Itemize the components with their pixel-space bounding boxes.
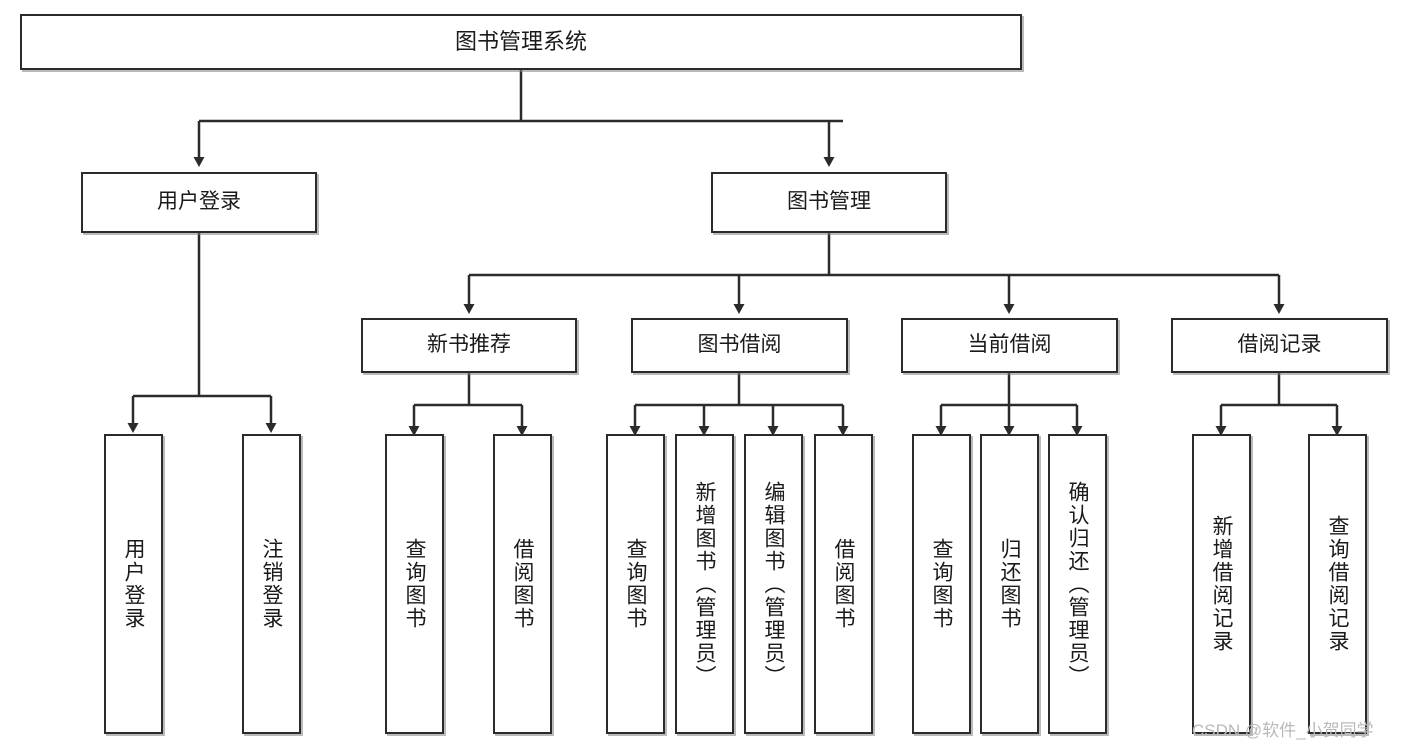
leaf-user-login-label: 用户登录 <box>122 538 146 630</box>
node-current-borrow[interactable]: 当前借阅 <box>901 318 1118 373</box>
node-book-management[interactable]: 图书管理 <box>711 172 947 233</box>
node-book-borrow-label: 图书借阅 <box>697 333 782 357</box>
node-user-login[interactable]: 用户登录 <box>81 172 317 233</box>
leaf-query-book-1[interactable]: 查询图书 <box>385 434 444 734</box>
leaf-query-book-2-label: 查询图书 <box>624 538 648 630</box>
leaf-borrow-book-2-label: 借阅图书 <box>832 538 856 630</box>
node-book-management-label: 图书管理 <box>787 190 871 214</box>
leaf-borrow-book-1-label: 借阅图书 <box>511 538 535 630</box>
node-book-borrow[interactable]: 图书借阅 <box>631 318 848 373</box>
leaf-borrow-book-1[interactable]: 借阅图书 <box>493 434 552 734</box>
node-new-book-recommend-label: 新书推荐 <box>427 333 511 357</box>
leaf-query-book-1-label: 查询图书 <box>403 538 427 630</box>
node-current-borrow-label: 当前借阅 <box>967 333 1052 357</box>
csdn-watermark: CSDN @软件_小贺同学 <box>1192 721 1374 740</box>
leaf-add-record-label: 新增借阅记录 <box>1210 515 1234 653</box>
node-new-book-recommend[interactable]: 新书推荐 <box>361 318 577 373</box>
leaf-borrow-book-2[interactable]: 借阅图书 <box>814 434 873 734</box>
leaf-query-book-3-label: 查询图书 <box>930 538 954 630</box>
leaf-logout[interactable]: 注销登录 <box>242 434 301 734</box>
leaf-return-book-label: 归还图书 <box>998 538 1022 630</box>
leaf-confirm-return[interactable]: 确认归还（管理员） <box>1048 434 1107 734</box>
node-borrow-record-label: 借阅记录 <box>1237 333 1322 357</box>
leaf-return-book[interactable]: 归还图书 <box>980 434 1039 734</box>
leaf-query-book-3[interactable]: 查询图书 <box>912 434 971 734</box>
leaf-add-book[interactable]: 新增图书（管理员） <box>675 434 734 734</box>
leaf-add-record[interactable]: 新增借阅记录 <box>1192 434 1251 734</box>
leaf-query-book-2[interactable]: 查询图书 <box>606 434 665 734</box>
leaf-add-book-label: 新增图书（管理员） <box>693 480 717 688</box>
leaf-confirm-return-label: 确认归还（管理员） <box>1066 480 1090 688</box>
leaf-user-login[interactable]: 用户登录 <box>104 434 163 734</box>
leaf-logout-label: 注销登录 <box>260 538 284 630</box>
node-root-label: 图书管理系统 <box>454 29 587 55</box>
node-user-login-label: 用户登录 <box>157 190 241 214</box>
leaf-edit-book-label: 编辑图书（管理员） <box>762 480 786 688</box>
leaf-edit-book[interactable]: 编辑图书（管理员） <box>744 434 803 734</box>
node-root-library-system[interactable]: 图书管理系统 <box>20 14 1022 70</box>
node-borrow-record[interactable]: 借阅记录 <box>1171 318 1388 373</box>
leaf-query-record-label: 查询借阅记录 <box>1326 515 1350 653</box>
leaf-query-record[interactable]: 查询借阅记录 <box>1308 434 1367 734</box>
